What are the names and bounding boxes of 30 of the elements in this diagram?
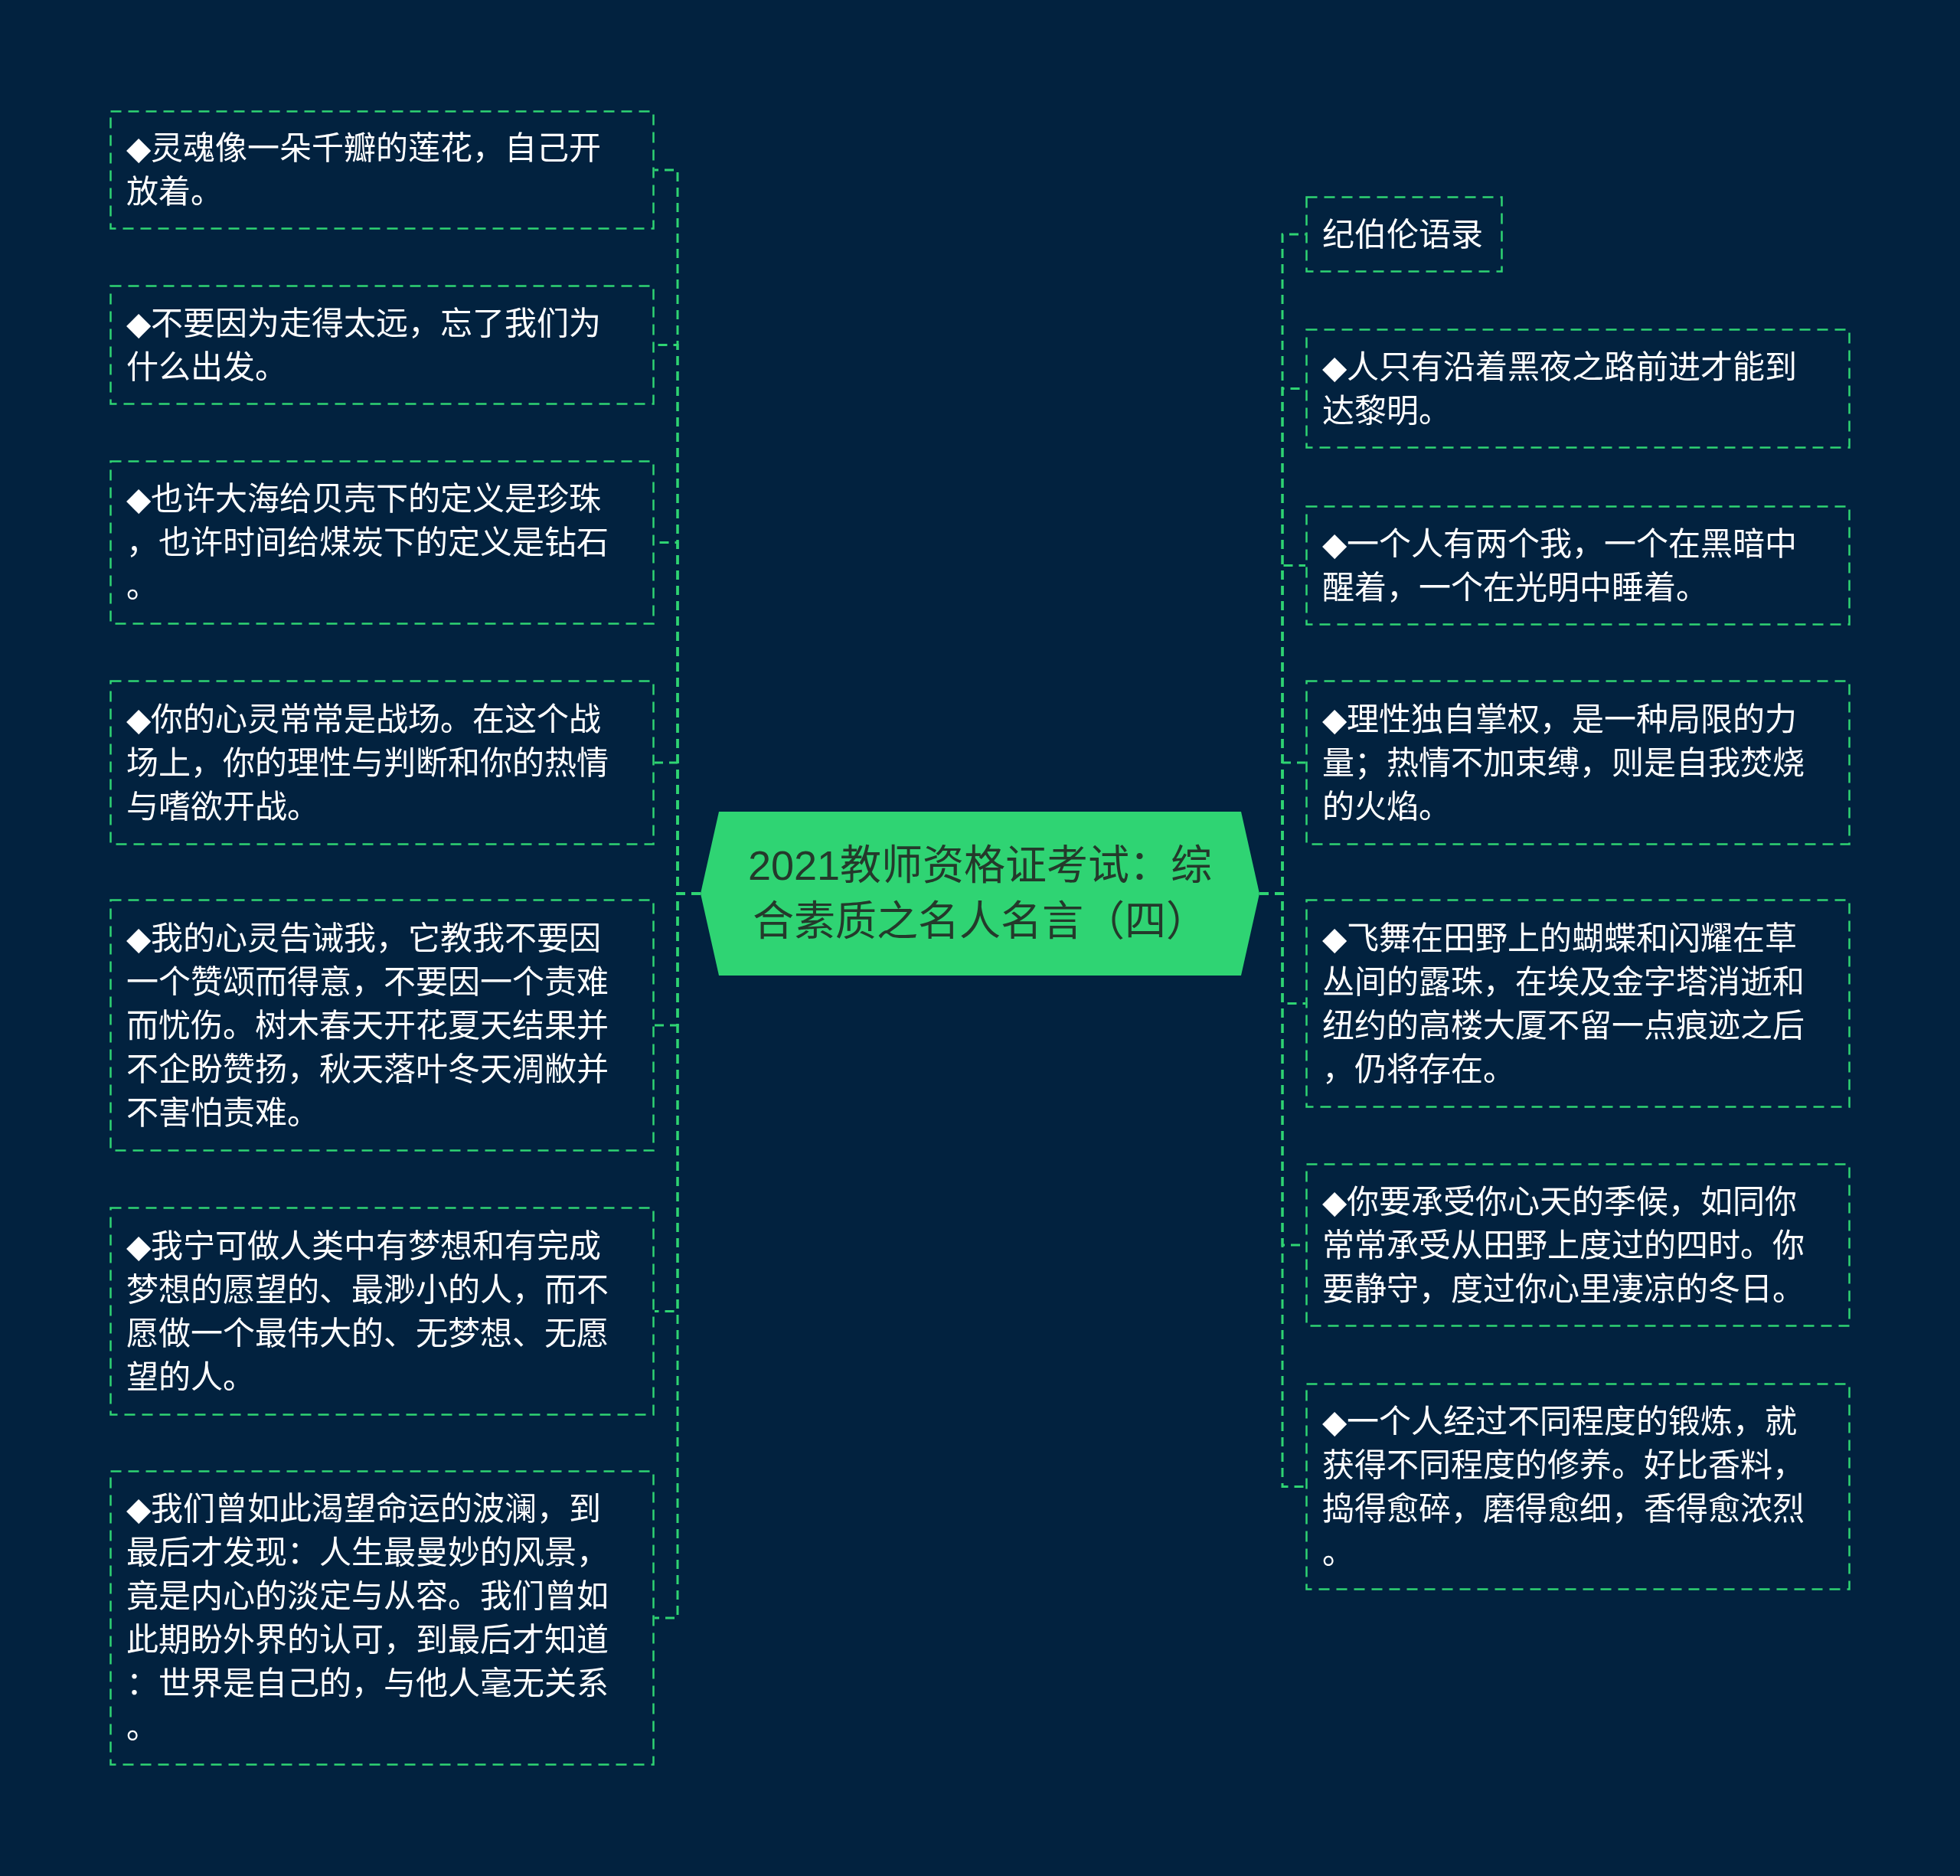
topic-title-text: 2021教师资格证考试：综合素质之名人名言（四） (746, 842, 1214, 946)
quote-box (109, 899, 655, 1152)
quote-box (1305, 1383, 1851, 1590)
quote-box (109, 1207, 655, 1416)
quote-box (1305, 505, 1851, 626)
central-topic-hexagon (701, 812, 1259, 976)
section-heading-box (1305, 196, 1503, 273)
quote-text: ◆人只有沿着黑夜之路前进才能到达黎明。 (1322, 348, 1798, 430)
quote-text: ◆你的心灵常常是战场。在这个战场上，你的理性与判断和你的热情与嗜欲开战。 (126, 700, 609, 826)
quote-box (109, 110, 655, 230)
quote-text: ◆理性独自掌权，是一种局限的力量；热情不加束缚，则是自我焚烧的火焰。 (1322, 700, 1805, 826)
quote-box (1305, 680, 1851, 845)
quote-box (1305, 1163, 1851, 1327)
quote-box (1305, 328, 1851, 449)
quote-text: ◆也许大海给贝壳下的定义是珍珠，也许时间给煤炭下的定义是钻石。 (126, 480, 609, 606)
quote-text: ◆我们曾如此渴望命运的波澜，到最后才发现：人生最曼妙的风景，竟是内心的淡定与从容。我们曾如此期盼外界的认可，到最后才知道：世界是自己的，与他人毫无关系。 (126, 1490, 609, 1747)
quote-text: ◆不要因为走得太远，忘了我们为什么出发。 (126, 304, 603, 387)
quote-text: ◆我的心灵告诫我，它教我不要因一个赞颂而得意，不要因一个责难而忧伤。树木春天开花夏天结果并不企盼赞扬，秋天落叶冬天凋敝并不害怕责难。 (126, 919, 609, 1132)
quote-text: ◆一个人有两个我，一个在黑暗中醒着，一个在光明中睡着。 (1322, 525, 1798, 607)
quote-text: ◆我宁可做人类中有梦想和有完成梦想的愿望的、最渺小的人，而不愿做一个最伟大的、无梦想、无愿望的人。 (126, 1227, 609, 1397)
quote-text: ◆你要承受你心天的季候，如同你常常承受从田野上度过的四时。你要静守，度过你心里凄凉的冬日。 (1322, 1182, 1805, 1309)
quote-box (1305, 899, 1851, 1108)
quote-box (109, 1470, 655, 1766)
section-heading-text: 纪伯伦语录 (1322, 215, 1483, 254)
quote-box (109, 680, 655, 845)
quote-box (109, 460, 655, 625)
quote-text: ◆飞舞在田野上的蝴蝶和闪耀在草丛间的露珠，在埃及金字塔消逝和纽约的高楼大厦不留一点痕迹之后，仍将存在。 (1322, 919, 1805, 1089)
quote-text: ◆灵魂像一朵千瓣的莲花，自己开放着。 (126, 129, 603, 211)
quote-text: ◆一个人经过不同程度的锻炼，就获得不同程度的修养。好比香料，捣得愈碎，磨得愈细，香得愈浓烈。 (1322, 1402, 1805, 1572)
quote-box (109, 285, 655, 405)
